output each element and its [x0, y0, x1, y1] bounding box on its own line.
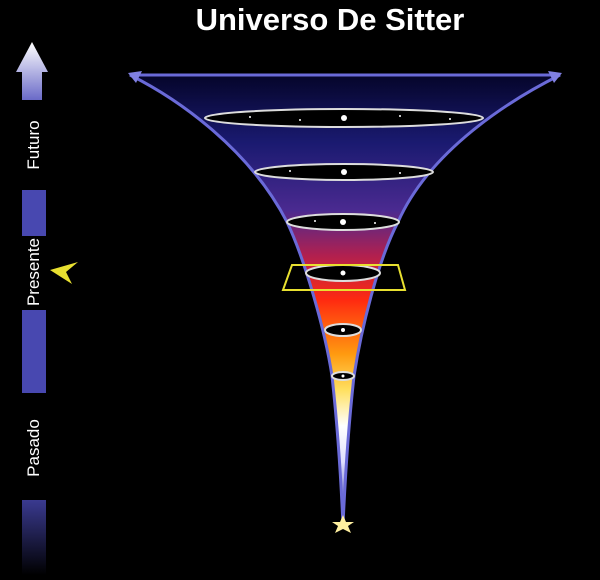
expansion-arrow-left-icon — [128, 71, 142, 83]
expansion-arrow-right-icon — [548, 71, 562, 83]
timeline-bar-segment — [22, 310, 46, 393]
future-label: Futuro — [24, 120, 43, 170]
galaxy-dots — [249, 115, 451, 378]
present-plane-marker — [281, 264, 407, 291]
universe-funnel — [129, 73, 561, 526]
diagram-title: Universo De Sitter — [195, 2, 465, 37]
timeline-bar-segment — [22, 190, 46, 236]
present-pointer-icon — [50, 262, 78, 284]
timeline-bar-fade — [22, 500, 46, 575]
big-bang-star-icon — [332, 515, 354, 533]
present-label: Presente — [24, 237, 43, 307]
future-arrow-icon — [16, 42, 48, 100]
past-label: Pasado — [24, 419, 43, 477]
